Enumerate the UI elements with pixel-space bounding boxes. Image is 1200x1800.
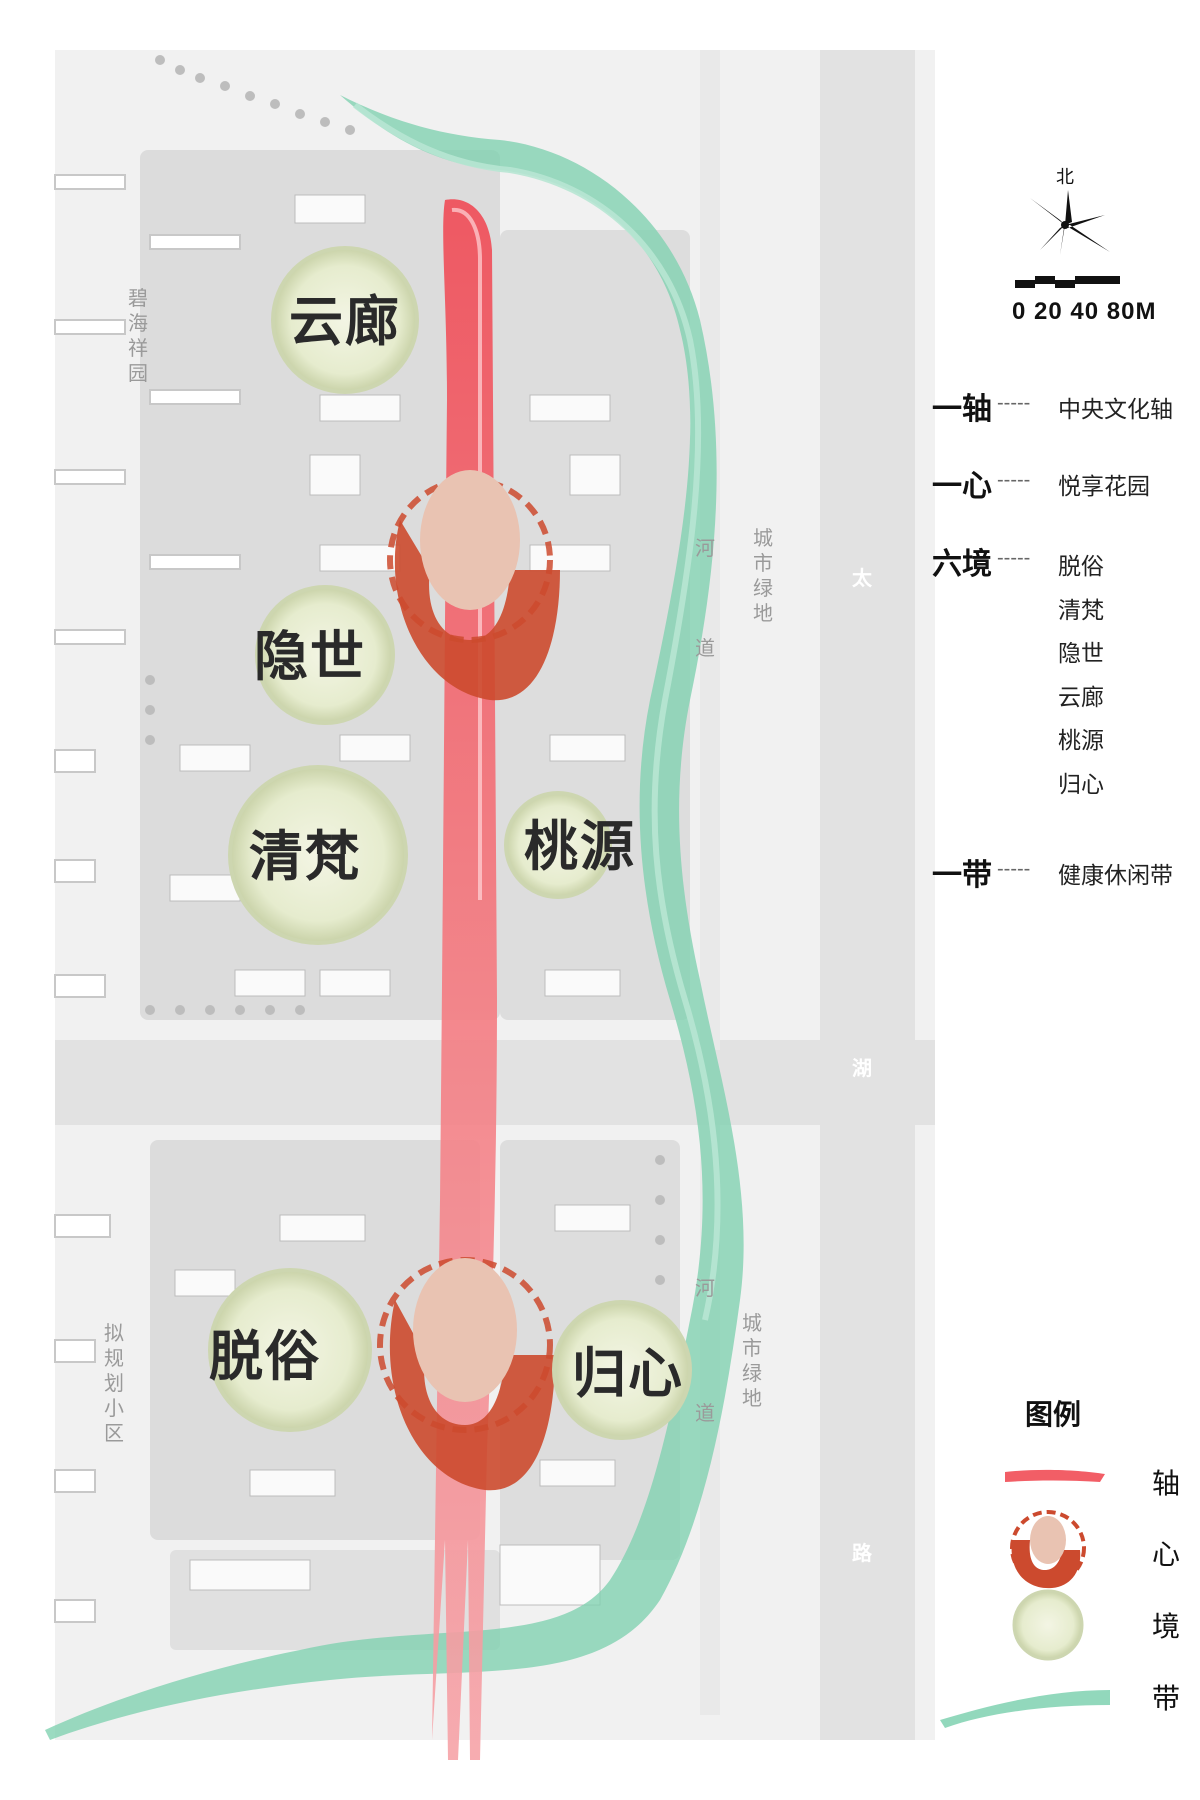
realm-taoyuan: 桃源: [504, 791, 636, 899]
legend-label-belt: 带: [1152, 1683, 1181, 1714]
realm-qingfan: 清梵: [228, 765, 408, 945]
zone-label-taoyuan: 桃源: [524, 814, 636, 878]
realm-guixin: 归心: [552, 1300, 692, 1440]
legend-title: 图例: [1025, 1399, 1082, 1430]
label-hedao-top: 河道: [695, 536, 715, 660]
structure-belt-desc: 健康休闲带: [1058, 862, 1173, 888]
legend-label-axis: 轴: [1152, 1468, 1181, 1499]
label-lvdi-top-1: 城: [753, 526, 773, 550]
heart-north: [387, 470, 560, 701]
label-ni-5: 区: [104, 1421, 124, 1445]
structure-realms-dash: -----: [997, 547, 1031, 569]
taihu-road: [820, 50, 915, 1740]
structure-axis-desc: 中央文化轴: [1058, 396, 1173, 422]
label-hedao-bottom-2: 道: [695, 1401, 715, 1425]
label-lvdi-top-3: 绿: [753, 576, 773, 600]
label-hedao-bottom-1: 河: [695, 1276, 715, 1300]
axis-brush-icon: [1005, 1469, 1105, 1482]
leisure-belt: [45, 95, 744, 1740]
legend-label-heart: 心: [1152, 1539, 1181, 1570]
label-ni-4: 小: [104, 1396, 124, 1420]
realm-yinshi: 隐世: [254, 585, 395, 725]
zone-label-qingfan: 清梵: [249, 824, 361, 888]
label-taihu-2: 湖: [852, 1056, 872, 1080]
realm-item: 清梵: [1058, 597, 1104, 623]
structure-belt-dash: -----: [997, 858, 1031, 880]
realm-item: 隐世: [1058, 640, 1104, 666]
structure-heart-dash: -----: [997, 469, 1031, 491]
label-bihai-4: 园: [128, 361, 148, 385]
scale-bar: [1015, 276, 1120, 288]
realm-item: 桃源: [1058, 727, 1104, 753]
structure-heart-term: 一心: [932, 470, 992, 503]
realm-yunlang: 云廊: [271, 246, 419, 394]
label-hedao-top-2: 道: [695, 636, 715, 660]
heart-swirl-icon: [1010, 1510, 1086, 1589]
label-lvdi-bottom-2: 市: [742, 1336, 762, 1360]
realm-item: 归心: [1058, 771, 1104, 797]
label-taihu-road: 太湖路: [852, 566, 873, 1565]
north-label: 北: [1056, 167, 1074, 188]
legend-swatches: [940, 1469, 1110, 1728]
zone-label-guixin: 归心: [572, 1341, 684, 1405]
label-ni-3: 划: [104, 1371, 124, 1395]
label-ni-1: 拟: [104, 1321, 124, 1345]
zone-label-yinshi: 隐世: [254, 624, 366, 688]
place-labels: 碧海祥园 拟规划小区 河道 河道 城市绿地 城市绿地 太湖路: [104, 286, 873, 1565]
label-ni-2: 规: [104, 1346, 124, 1370]
label-bihai-1: 碧: [128, 286, 148, 310]
scale-label: 0 20 40 80M: [1012, 298, 1157, 325]
label-hedao-top-1: 河: [695, 536, 715, 560]
label-bihai: 碧海祥园: [128, 286, 148, 385]
label-lvdi-top-4: 地: [753, 601, 773, 625]
zone-label-yunlang: 云廊: [289, 289, 401, 353]
structure-heart-desc: 悦享花园: [1058, 473, 1150, 499]
realm-item: 云廊: [1058, 684, 1104, 710]
zone-label-tuosu: 脱俗: [209, 1324, 321, 1388]
label-bihai-3: 祥: [128, 336, 148, 360]
heart-south: [377, 1257, 555, 1491]
label-hedao-bottom: 河道: [695, 1276, 715, 1425]
realm-tuosu: 脱俗: [208, 1268, 372, 1432]
structure-belt-term: 一带: [932, 859, 992, 892]
label-taihu-3: 路: [852, 1541, 873, 1565]
label-ni-guihua: 拟规划小区: [104, 1321, 124, 1445]
realm-circle-icon: [1012, 1589, 1084, 1661]
label-lvdi-bottom-4: 地: [742, 1386, 762, 1410]
label-bihai-2: 海: [128, 311, 148, 335]
label-taihu-1: 太: [852, 566, 873, 590]
structure-axis-dash: -----: [997, 392, 1031, 414]
structure-axis-term: 一轴: [932, 393, 992, 426]
label-lvdi-bottom-1: 城: [742, 1311, 762, 1335]
label-lvdi-top: 城市绿地: [753, 526, 773, 625]
label-lvdi-bottom-3: 绿: [742, 1361, 762, 1385]
label-lvdi-bottom: 城市绿地: [742, 1311, 762, 1410]
realm-item: 脱俗: [1058, 553, 1104, 579]
legend-label-realm: 境: [1152, 1611, 1181, 1642]
belt-brush-icon: [940, 1690, 1110, 1728]
label-lvdi-top-2: 市: [753, 551, 773, 575]
north-arrow-icon: 北: [1030, 167, 1110, 255]
structure-realms-term: 六境: [932, 548, 992, 581]
